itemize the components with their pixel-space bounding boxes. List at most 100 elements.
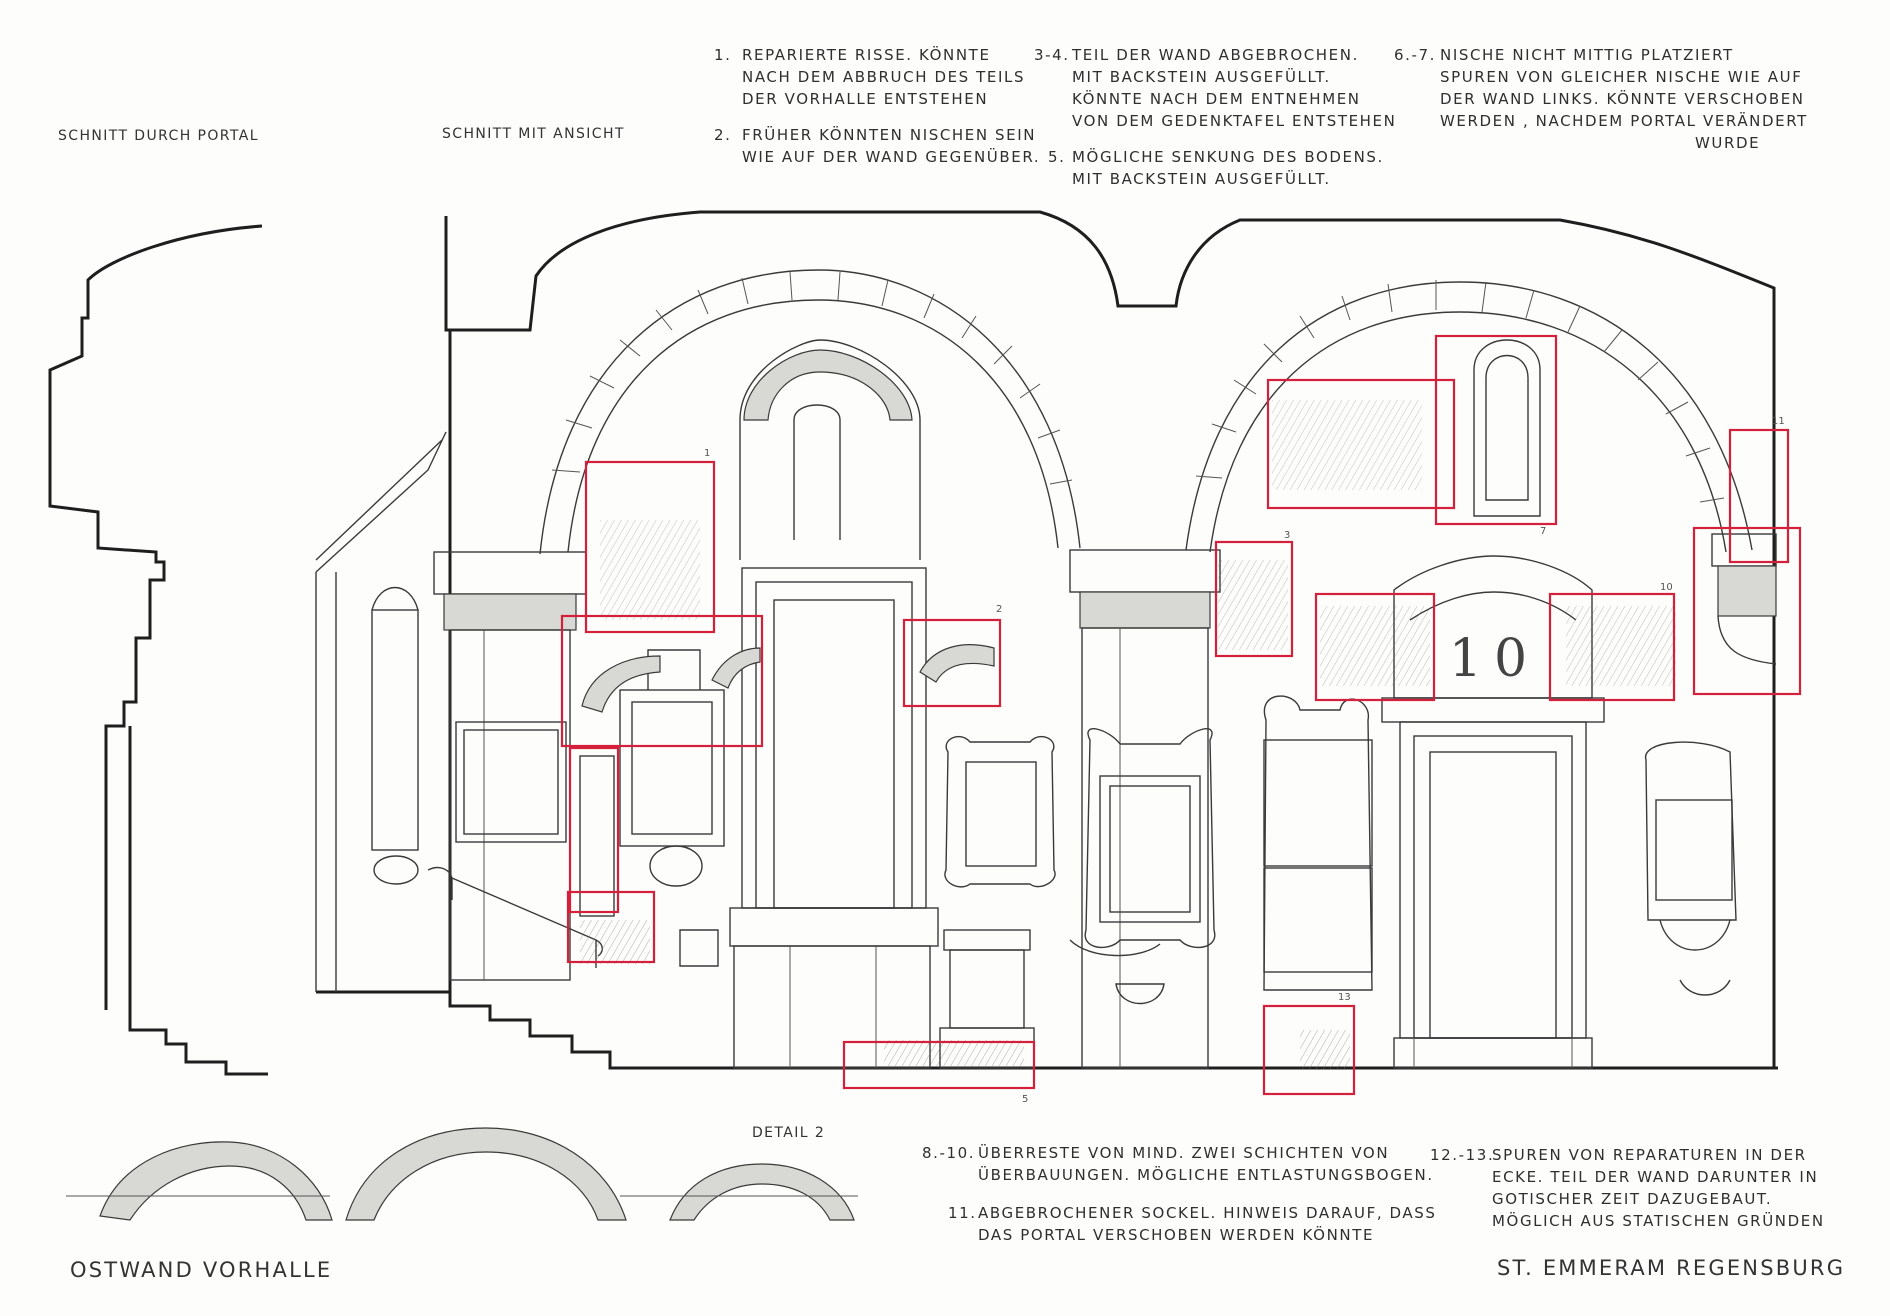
note-number: 1. <box>714 46 732 64</box>
detail-arches <box>66 1127 858 1221</box>
elevation-left-stairs <box>316 990 1778 1070</box>
marker-number: 1 <box>704 448 710 459</box>
relief-arch-fragment-3 <box>919 644 995 683</box>
epitaph-group-left <box>371 586 725 967</box>
note-line: MÖGLICH AUS STATISCHEN GRÜNDEN <box>1492 1212 1825 1230</box>
note-line: ÜBERBAUUNGEN. MÖGLICHE ENTLASTUNGSBOGEN. <box>978 1166 1434 1184</box>
relief-arch-fragment-1 <box>581 655 661 713</box>
annotation-frame-6 <box>1266 378 1456 510</box>
note-line: KÖNNTE NACH DEM ENTNEHMEN <box>1072 90 1361 108</box>
note-line: DAS PORTAL VERSCHOBEN WERDEN KÖNNTE <box>978 1226 1375 1244</box>
voussoirs-right <box>1195 280 1725 503</box>
window-left <box>739 339 921 560</box>
marker-number: 2 <box>996 604 1002 615</box>
note-number: 11. <box>948 1204 977 1222</box>
detail-label: DETAIL 2 <box>752 1125 826 1141</box>
note-line: SPUREN VON REPARATUREN IN DER <box>1492 1146 1807 1164</box>
note-number: 5. <box>1048 148 1066 166</box>
annotation-frame-13 <box>1262 1004 1356 1096</box>
marker-number: 10 <box>1660 582 1673 593</box>
note-line: MIT BACKSTEIN AUSGEFÜLLT. <box>1072 170 1331 188</box>
annotation-frame-2b <box>568 746 620 914</box>
note-line: FRÜHER KÖNNTEN NISCHEN SEIN <box>742 126 1037 144</box>
repair-hatch-10 <box>1566 606 1676 686</box>
note-line: ÜBERRESTE VON MIND. ZWEI SCHICHTEN VON <box>978 1144 1390 1162</box>
note-number: 8.-10. <box>922 1144 976 1162</box>
note-line: TEIL DER WAND ABGEBROCHEN. <box>1072 46 1359 64</box>
note-2: 2. FRÜHER KÖNNTEN NISCHEN SEIN WIE AUF D… <box>714 124 1040 168</box>
note-line: NISCHE NICHT MITTIG PLATZIERT <box>1440 46 1734 64</box>
note-line: MÖGLICHE SENKUNG DES BODENS. <box>1072 148 1384 166</box>
note-number: 3-4. <box>1034 46 1070 64</box>
note-line: DER VORHALLE ENTSTEHEN <box>742 90 989 108</box>
note-6-7: 6.-7. NISCHE NICHT MITTIG PLATZIERT SPUR… <box>1394 44 1808 154</box>
annotation-frame-4 <box>1214 540 1294 658</box>
annotation-frame-11 <box>1728 428 1790 564</box>
drawing-title-left: OSTWAND VORHALLE <box>70 1258 333 1282</box>
note-line: NACH DEM ABBRUCH DES TEILS <box>742 68 1026 86</box>
plaques-right <box>1263 695 1737 996</box>
repair-hatch-8 <box>1218 560 1288 650</box>
relief-arch-fragment-2 <box>711 647 761 689</box>
note-line: ABGEBROCHENER SOCKEL. HINWEIS DARAUF, DA… <box>978 1204 1437 1222</box>
capital-right <box>1711 533 1777 665</box>
note-line: REPARIERTE RISSE. KÖNNTE <box>742 46 991 64</box>
marker-number: 13 <box>1338 992 1351 1003</box>
note-line: DER WAND LINKS. KÖNNTE VERSCHOBEN <box>1440 90 1805 108</box>
portal-left <box>729 567 939 1069</box>
annotation-frame-8 <box>1314 592 1436 702</box>
window-right <box>1473 339 1541 517</box>
annotation-frame-5 <box>842 1040 1036 1090</box>
section-portal-label: SCHNITT DURCH PORTAL <box>58 128 259 144</box>
portal-number: 10 <box>1449 629 1539 689</box>
repair-hatch-1 <box>600 520 700 620</box>
annotation-frame-1 <box>584 460 716 634</box>
note-number: 2. <box>714 126 732 144</box>
note-line: WERDEN , NACHDEM PORTAL VERÄNDERT <box>1440 112 1808 130</box>
note-line: MIT BACKSTEIN AUSGEFÜLLT. <box>1072 68 1331 86</box>
repair-hatch-stair <box>580 920 650 964</box>
repair-hatch-9 <box>1320 606 1430 686</box>
annotation-frame-7 <box>1434 334 1558 526</box>
marker-number: 3 <box>1284 530 1290 541</box>
portal-section-stairs <box>128 726 268 1076</box>
note-1: 1. REPARIERTE RISSE. KÖNNTE NACH DEM ABB… <box>714 44 1026 110</box>
drawing-title-right: ST. EMMERAM REGENSBURG <box>1497 1256 1846 1280</box>
note-5: 5. MÖGLICHE SENKUNG DES BODENS. MIT BACK… <box>1048 146 1384 190</box>
annotation-frame-9 <box>1548 592 1676 702</box>
annotation-frame-3 <box>902 618 1002 708</box>
section-elevation-label: SCHNITT MIT ANSICHT <box>442 126 625 142</box>
column-middle <box>1069 549 1221 1069</box>
note-12-13: 12.-13. SPUREN VON REPARATUREN IN DER EC… <box>1430 1144 1825 1232</box>
annotation-frame-2 <box>560 614 764 748</box>
note-line: SPUREN VON GLEICHER NISCHE WIE AUF <box>1440 68 1803 86</box>
portal-section-profile <box>48 224 263 1010</box>
vault-arch-right-inner <box>1209 311 1727 553</box>
note-line: VON DEM GEDENKTAFEL ENTSTEHEN <box>1072 112 1397 130</box>
note-number: 6.-7. <box>1394 46 1437 64</box>
vault-arch-right <box>1185 281 1753 551</box>
plaques-middle <box>939 728 1216 1069</box>
note-line: ECKE. TEIL DER WAND DARUNTER IN <box>1492 1168 1819 1186</box>
portal-right <box>1381 555 1605 1069</box>
repair-hatch-5 <box>884 1040 1024 1066</box>
note-8-10: 8.-10. ÜBERRESTE VON MIND. ZWEI SCHICHTE… <box>922 1142 1434 1186</box>
note-number: 12.-13. <box>1430 1146 1495 1164</box>
note-line: WURDE <box>1695 134 1761 152</box>
vault-arch-left <box>539 269 1081 555</box>
note-3-4: 3-4. TEIL DER WAND ABGEBROCHEN. MIT BACK… <box>1034 44 1397 132</box>
vault-outline <box>446 210 1776 1068</box>
vault-arch-left-inner <box>567 299 1059 553</box>
marker-number: 11 <box>1772 416 1785 427</box>
red-annotation-frames <box>560 334 1802 1096</box>
marker-number: 7 <box>1540 526 1546 537</box>
note-11: 11. ABGEBROCHENER SOCKEL. HINWEIS DARAUF… <box>948 1202 1437 1246</box>
repair-hatch-13 <box>1300 1030 1350 1070</box>
voussoirs-left <box>551 271 1073 485</box>
stair-railing <box>427 866 603 968</box>
marker-number: 5 <box>1022 1094 1028 1105</box>
repair-hatch-3 <box>1272 400 1422 490</box>
annotation-frame-2c <box>566 890 656 964</box>
note-line: GOTISCHER ZEIT DAZUGEBAUT. <box>1492 1190 1773 1208</box>
